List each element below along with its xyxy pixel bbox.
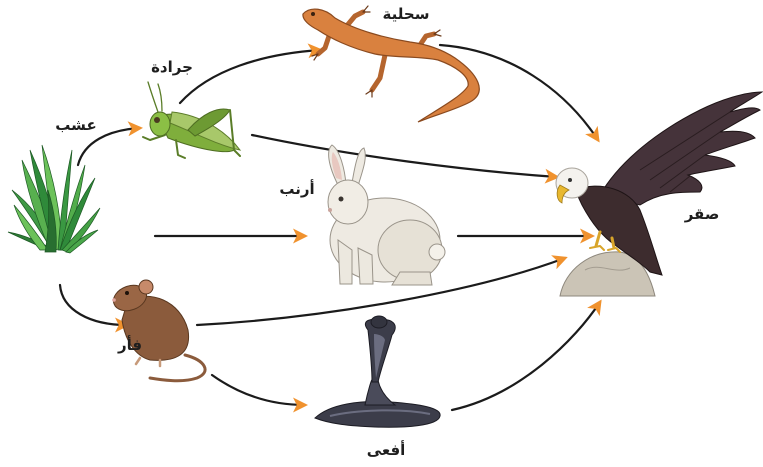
grass-organism bbox=[8, 145, 100, 253]
hawk-label: صقر bbox=[684, 205, 720, 223]
mouse-label: فأر bbox=[117, 335, 142, 354]
mouse-organism bbox=[110, 280, 205, 381]
arrow-grasshopper-to-lizard bbox=[180, 50, 320, 103]
snake-label: أفعى bbox=[367, 440, 406, 459]
hawk-organism bbox=[556, 92, 762, 296]
snake-organism bbox=[315, 316, 440, 427]
grass-label: عشب bbox=[55, 116, 96, 134]
rabbit-organism bbox=[328, 145, 445, 285]
arrow-grasshopper-to-hawk bbox=[252, 135, 557, 177]
arrow-mouse-to-snake bbox=[212, 375, 305, 405]
arrow-snake-to-hawk bbox=[452, 302, 600, 410]
grasshopper-label: جرادة bbox=[151, 58, 193, 76]
lizard-label: سحلية bbox=[383, 5, 430, 23]
lizard-organism bbox=[303, 6, 479, 122]
rabbit-label: أرنب bbox=[279, 179, 314, 198]
